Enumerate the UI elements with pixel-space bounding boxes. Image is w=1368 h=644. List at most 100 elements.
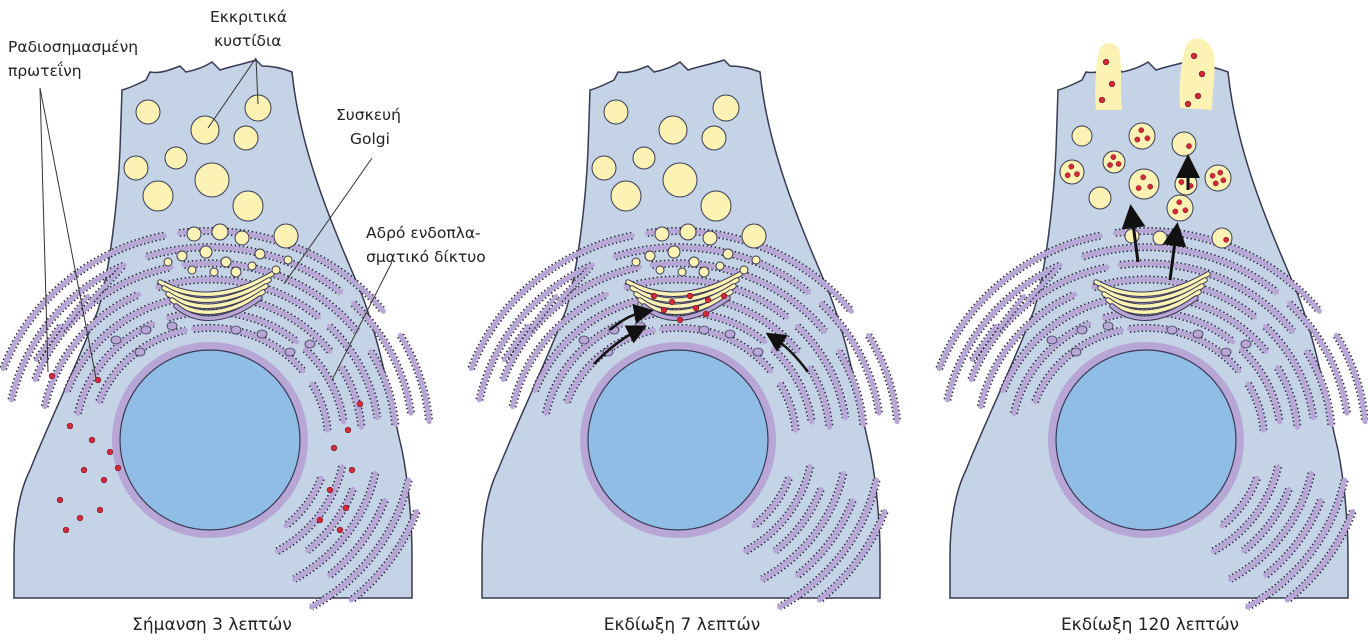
secretory-vesicle <box>230 266 242 278</box>
golgi-apparatus <box>1093 271 1211 321</box>
label-secretory-vesicles-line1: Εκκριτικά <box>210 8 287 26</box>
secretory-vesicle <box>283 255 293 265</box>
secretory-vesicle <box>1166 194 1194 222</box>
secretory-vesicle <box>233 125 259 151</box>
label-dot <box>1115 161 1122 167</box>
secretory-vesicle <box>1088 186 1112 210</box>
label-dot <box>1220 177 1227 184</box>
secretory-vesicle <box>751 255 761 265</box>
label-dot <box>720 292 728 300</box>
label-dot <box>660 306 668 314</box>
secretory-vesicle <box>1128 122 1156 150</box>
secretory-vesicle <box>1071 125 1093 147</box>
secretory-vesicle <box>247 261 257 271</box>
transport-vesicle <box>1192 329 1204 339</box>
secretory-vesicle <box>220 256 232 268</box>
transport-vesicle <box>752 347 764 357</box>
label-dot <box>1134 136 1141 143</box>
label-dot <box>100 476 108 484</box>
transport-vesicle <box>304 339 316 349</box>
secretory-vesicle <box>610 180 642 212</box>
secretory-vesicle <box>176 250 188 262</box>
label-dot <box>80 466 88 474</box>
label-golgi-line2: Golgi <box>350 130 390 148</box>
transport-vesicle <box>724 329 736 339</box>
secretory-vesicle <box>163 257 173 267</box>
secretory-vesicle <box>271 265 281 275</box>
label-dot <box>676 316 684 324</box>
secretory-vesicle <box>164 146 188 170</box>
label-dot <box>668 298 676 306</box>
label-rough-er-line2: σματικό δίκτυο <box>366 248 486 266</box>
label-dot <box>62 526 70 534</box>
secretory-vesicle <box>1171 131 1197 157</box>
label-golgi-line1: Συσκευή <box>336 106 401 124</box>
transport-vesicle <box>110 335 122 345</box>
transport-vesicle <box>230 325 242 335</box>
transport-vesicle <box>698 325 710 335</box>
secretion-bulge-left <box>1095 43 1122 110</box>
secretory-vesicle <box>1059 159 1085 185</box>
cell-120min-chase <box>935 38 1368 611</box>
secretory-vesicle <box>698 266 710 278</box>
label-dot <box>686 292 694 300</box>
nucleus <box>1055 349 1237 531</box>
secretory-vesicle <box>187 265 197 275</box>
label-dot <box>1223 236 1229 243</box>
secretory-vesicle <box>688 256 700 268</box>
secretory-vesicle <box>679 223 697 241</box>
label-dot <box>1209 172 1216 179</box>
transport-vesicle <box>1076 325 1088 335</box>
cell-7min-chase <box>467 59 902 611</box>
transport-arrow <box>1162 222 1187 281</box>
secretory-vesicle <box>722 248 734 260</box>
secretory-vesicle <box>1211 227 1233 249</box>
secretory-vesicle <box>123 155 149 181</box>
secretory-vesicle <box>632 146 656 170</box>
secretory-vesicle <box>273 223 299 249</box>
nuclear-envelope <box>112 342 308 538</box>
secretory-vesicle <box>1102 150 1126 174</box>
label-dot <box>1217 169 1224 176</box>
leader-radiolabel-b <box>39 87 97 379</box>
label-dot <box>88 436 96 444</box>
label-dot <box>1074 171 1080 177</box>
label-dot <box>1176 199 1183 206</box>
secretory-vesicle <box>190 115 220 145</box>
label-dot <box>348 466 356 474</box>
secretory-vesicle <box>1204 164 1232 192</box>
label-dot <box>1182 207 1189 214</box>
label-dot <box>1107 162 1113 168</box>
secretory-vesicle <box>741 223 767 249</box>
secretory-vesicle <box>211 223 229 241</box>
label-dot <box>702 310 710 318</box>
secretory-vesicle <box>232 190 264 222</box>
rough-er <box>0 227 434 611</box>
secretion-bulge-right <box>1179 38 1215 110</box>
label-dot <box>344 426 352 434</box>
secreted-label-dot <box>1198 70 1206 78</box>
transport-vesicle <box>1220 347 1232 357</box>
transport-arrow <box>609 303 654 331</box>
transport-vesicle <box>1240 339 1252 349</box>
secretory-vesicles <box>591 94 767 278</box>
secretory-vesicle <box>234 230 250 246</box>
label-dot <box>704 296 712 304</box>
secretory-vesicle <box>209 267 219 277</box>
secretory-vesicles <box>123 94 299 278</box>
label-dot <box>96 506 104 514</box>
label-radiolabeled-protein-line2: πρωτεΐνη <box>8 60 82 80</box>
label-dot <box>48 372 56 380</box>
secretory-vesicle <box>142 180 174 212</box>
transport-vesicle <box>140 325 152 335</box>
secretory-vesicle <box>603 99 629 125</box>
golgi-apparatus <box>157 271 275 321</box>
label-dot <box>66 422 74 430</box>
transport-arrow <box>765 332 810 373</box>
transport-vesicle <box>256 329 268 339</box>
secretory-vesicle <box>701 125 727 151</box>
label-dot <box>114 464 122 472</box>
transport-arrow <box>593 325 647 365</box>
